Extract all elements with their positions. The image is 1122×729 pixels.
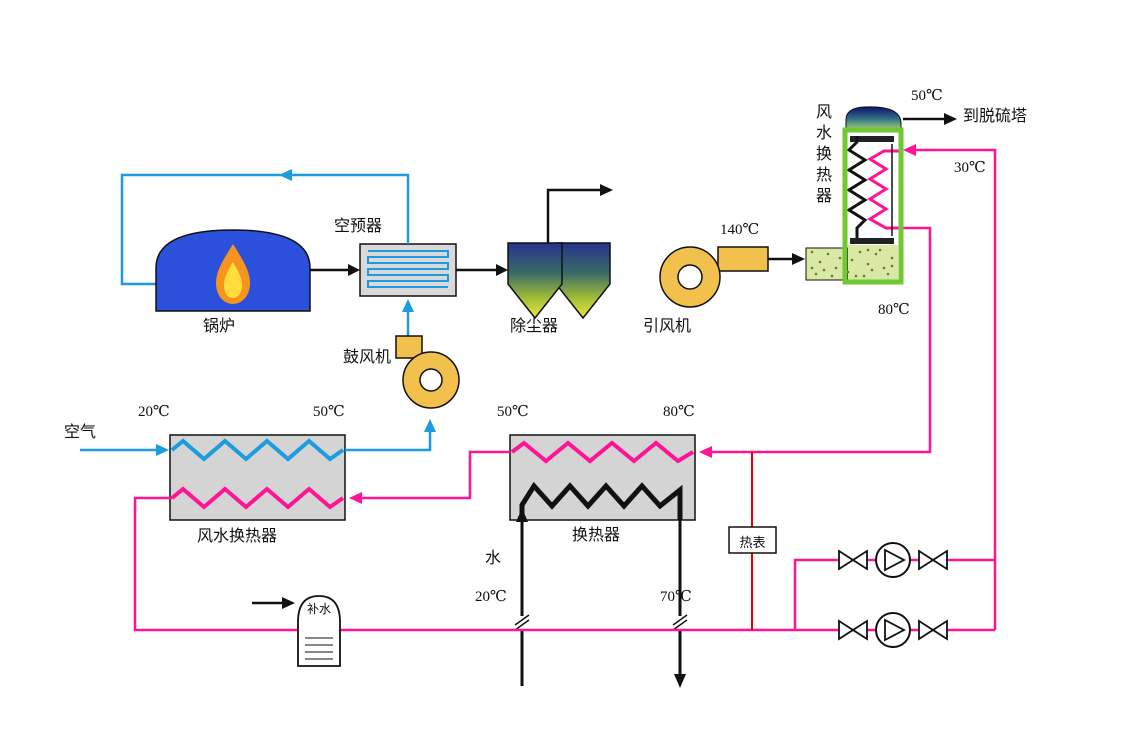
boiler-label: 锅炉 [203,318,236,335]
pipe-break-symbols [514,614,688,631]
tube-sheet-bottom [850,238,894,244]
temp-water-in-20: 20℃ [475,589,507,605]
arrow-makeup-in [282,597,295,609]
arrow-supply-to-hx [699,446,712,458]
tube-sheet-top [850,136,894,142]
arrow-boiler-to-preheater [348,264,360,276]
gas-water-hx-group [805,106,904,285]
temp-water-out-70: 70℃ [660,589,692,605]
flue-inlet-elbow [805,247,849,281]
forced-draft-fan-label: 鼓风机 [343,349,392,366]
to-desulfurizer-label: 到脱硫塔 [963,108,1028,125]
hx-green-frame [842,127,904,285]
valve-icon [838,620,868,640]
hx-gas-section [848,245,898,280]
water-level-hatch [305,637,333,660]
induced-draft-fan-icon [659,246,769,308]
arrow-to-air-water-hx [349,492,362,504]
temp-stack-out: 50℃ [911,88,943,104]
dust-collector-shape [507,242,611,320]
preheater-coil [367,250,449,288]
hot-water-pipes [133,148,997,632]
temp-air-in: 20℃ [138,404,170,420]
valve-icon [918,550,948,570]
temp-hx-in-80: 80℃ [663,404,695,420]
cold-water-coil [519,481,683,520]
heat-meter-label: 热表 [739,535,766,550]
arrow-preheater-to-dust [496,264,508,276]
air-water-hx-label: 风水换热器 [197,528,278,545]
pump-station [838,542,948,648]
air-preheater-box [359,243,457,297]
gas-water-hx-label: 风水换热器 [815,104,832,205]
cold-water-pipes [520,520,682,686]
temp-hx-out-50: 50℃ [497,404,529,420]
air-preheater-label: 空预器 [334,218,383,235]
arrow-dust-to-fan [600,184,613,196]
arrow-water-out [674,674,686,688]
forced-draft-fan-icon [395,335,460,409]
air-inlet-label: 空气 [64,424,97,441]
pump-icon [875,542,911,578]
flame-inner-icon [224,262,242,298]
temp-supply-80: 80℃ [878,302,910,318]
hot-water-coil [510,440,695,464]
water-coil [867,149,901,230]
arrow-return-to-gw-hx [903,144,916,156]
temp-air-out: 50℃ [313,404,345,420]
arrow-air-to-blower [424,419,436,432]
gas-coil [846,136,868,238]
temp-140: 140℃ [720,222,760,238]
stack-cap [845,106,902,131]
boiler-group [155,229,311,312]
water-hx-box [509,434,696,521]
arrow-air-to-preheater [402,299,414,312]
arrow-air-in [156,444,169,456]
arrow-to-desulfurizer [944,113,957,125]
dust-collector-label: 除尘器 [510,318,559,335]
induced-draft-fan-label: 引风机 [643,318,692,335]
flue-gas-pipes [252,117,944,605]
arrow-hot-air-to-boiler [279,169,292,181]
hot-water-coil [170,486,345,510]
makeup-water-tank [297,595,341,667]
flow-arrows [156,113,957,688]
cold-water-label: 水 [485,550,502,567]
makeup-water-label: 补水 [306,602,331,616]
water-hx-label: 换热器 [572,527,621,544]
valve-icon [838,550,868,570]
heat-meter-box [728,526,777,554]
arrow-water-in [516,508,528,522]
arrow-fan-to-hx [792,253,805,265]
air-pipes [80,173,432,452]
valve-icon [918,620,948,640]
air-water-hx-box [169,434,346,521]
air-coil [170,438,345,462]
temp-return-30: 30℃ [954,160,986,176]
pump-icon [875,612,911,648]
heat-meter-group [728,452,777,630]
